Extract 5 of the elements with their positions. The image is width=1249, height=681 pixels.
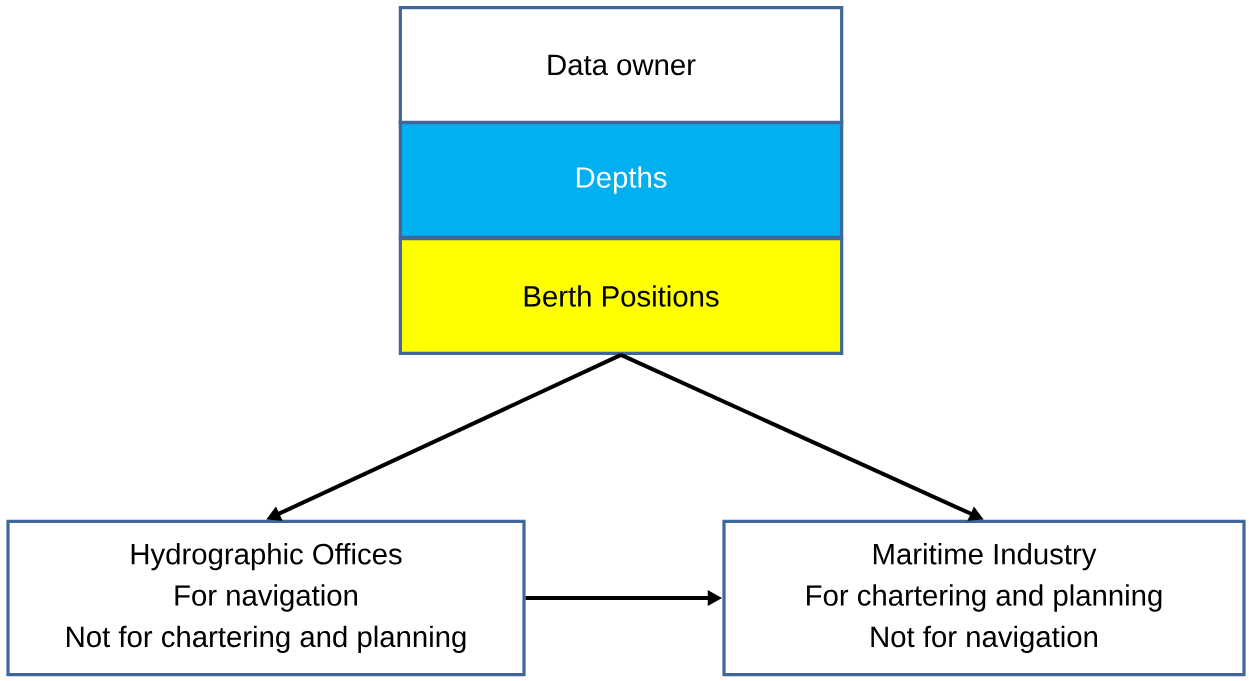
target-box: Hydrographic Offices For navigation Not for chartering and planning: [6, 519, 526, 677]
header-box: Data owner: [398, 6, 844, 124]
layer-box: Depths: [398, 121, 844, 239]
target-box: Maritime Industry For chartering and planning Not for navigation: [722, 519, 1246, 677]
layer-box: Berth Positions: [398, 237, 844, 355]
